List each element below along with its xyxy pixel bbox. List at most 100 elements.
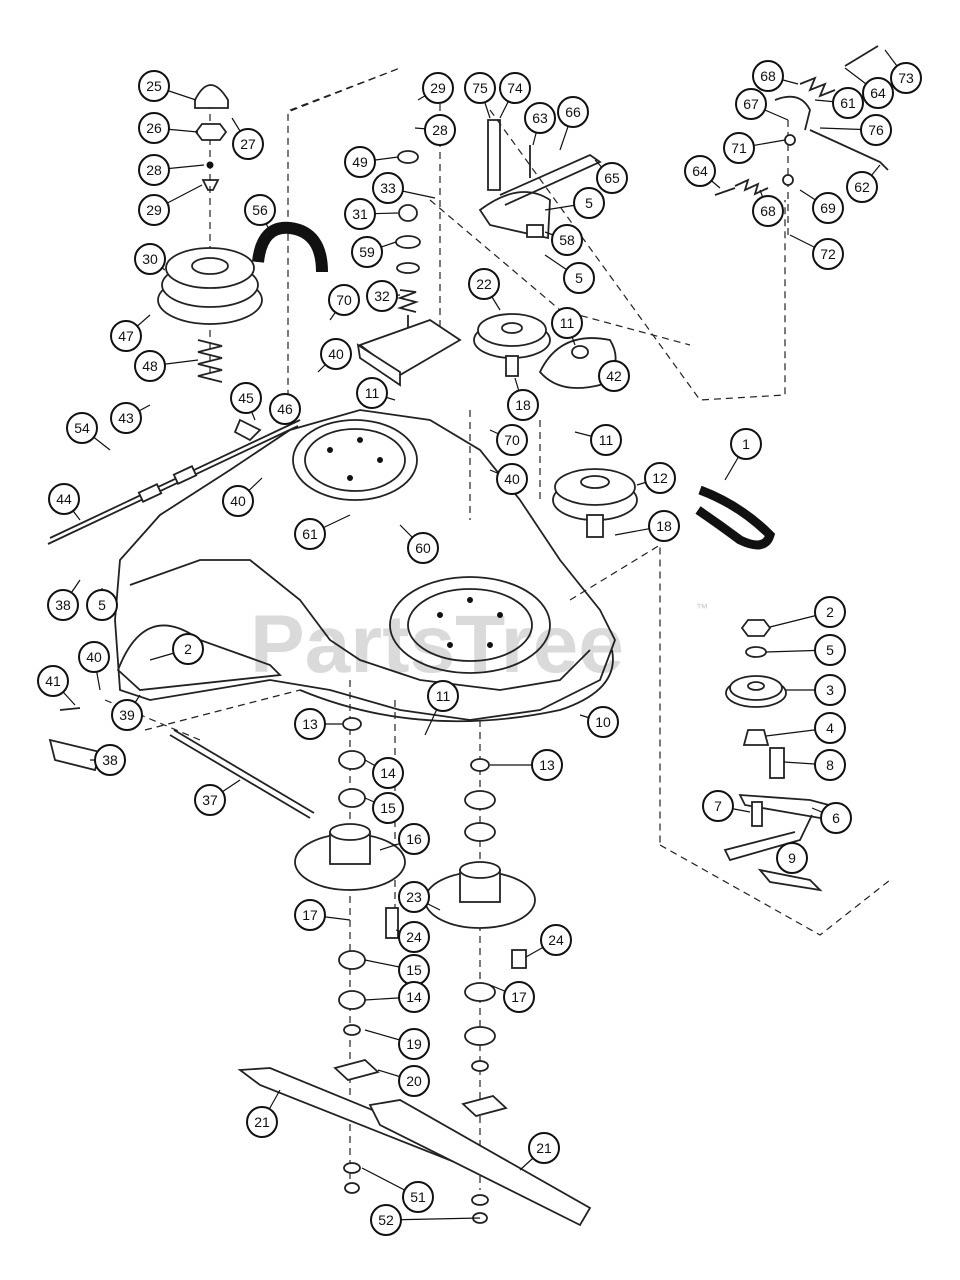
callout-number: 43 (118, 410, 134, 426)
callout-circle (372, 757, 404, 789)
callout-circle (138, 194, 170, 226)
spindle-housing-16 (294, 823, 406, 891)
idler-assembly-right (723, 619, 843, 892)
callout-number: 24 (548, 932, 564, 948)
callout-circle (402, 1181, 434, 1213)
callout-75: 75 (464, 72, 496, 119)
callout-11: 11 (551, 307, 583, 346)
callout-number: 72 (820, 246, 836, 262)
callout-32: 32 (366, 280, 401, 312)
callout-38: 38 (47, 579, 81, 621)
callout-circle (598, 360, 630, 392)
callout-number: 13 (539, 757, 555, 773)
callout-74: 74 (499, 72, 531, 119)
callout-18: 18 (614, 510, 680, 542)
callout-25: 25 (138, 70, 197, 102)
callout-circle (78, 641, 110, 673)
callout-circle (587, 706, 619, 738)
callout-number: 75 (472, 80, 488, 96)
callout-9: 9 (776, 842, 808, 874)
callout-48: 48 (134, 350, 199, 382)
pin-28 (206, 161, 214, 169)
callout-number: 76 (868, 122, 884, 138)
callout-10: 10 (579, 706, 619, 738)
callout-circle (551, 307, 583, 339)
callout-circle (820, 802, 852, 834)
callout-number: 49 (352, 154, 368, 170)
callout-number: 27 (240, 136, 256, 152)
callout-number: 18 (656, 518, 672, 534)
callout-circle (244, 194, 276, 226)
callout-circle (110, 402, 142, 434)
belt-1 (695, 485, 776, 550)
callout-number: 38 (102, 752, 118, 768)
callout-circle (407, 532, 439, 564)
callout-number: 14 (380, 765, 396, 781)
callout-66: 66 (557, 96, 589, 151)
callout-circle (398, 921, 430, 953)
callout-circle (372, 172, 404, 204)
callout-circle (294, 708, 326, 740)
callout-number: 42 (606, 368, 622, 384)
callout-72: 72 (789, 234, 844, 270)
callout-circle (66, 412, 98, 444)
callout-19: 19 (364, 1028, 430, 1060)
callout-15: 15 (364, 954, 430, 986)
callout-number: 40 (230, 493, 246, 509)
callout-circle (230, 382, 262, 414)
callout-circle (366, 280, 398, 312)
callout-circle (424, 114, 456, 146)
callout-11: 11 (356, 377, 396, 409)
callout-number: 30 (142, 251, 158, 267)
callout-number: 73 (898, 70, 914, 86)
callout-46: 46 (269, 393, 301, 425)
callout-39: 39 (111, 694, 143, 731)
callout-number: 48 (142, 358, 158, 374)
deck-housing (114, 409, 616, 721)
callout-circle (356, 377, 388, 409)
callout-circle (752, 60, 784, 92)
callout-number: 22 (476, 276, 492, 292)
spindle-housing-23 (424, 861, 536, 929)
callout-number: 46 (277, 401, 293, 417)
callout-44: 44 (48, 483, 81, 521)
callout-56: 56 (244, 194, 276, 233)
callout-circle (814, 749, 846, 781)
callout-number: 64 (692, 163, 708, 179)
callout-37: 37 (194, 779, 241, 816)
callout-number: 9 (788, 850, 796, 866)
callout-circle (328, 284, 360, 316)
callout-circle (702, 790, 734, 822)
callout-number: 63 (532, 110, 548, 126)
callout-29: 29 (138, 184, 203, 226)
callout-2: 2 (769, 596, 846, 628)
callout-number: 59 (359, 244, 375, 260)
callout-number: 24 (406, 929, 422, 945)
callout-circle (814, 674, 846, 706)
callout-number: 28 (146, 162, 162, 178)
callout-5: 5 (544, 187, 605, 219)
callout-number: 20 (406, 1073, 422, 1089)
callout-number: 18 (515, 397, 531, 413)
callout-17: 17 (294, 899, 351, 931)
callout-number: 16 (406, 831, 422, 847)
rod-44 (47, 418, 301, 545)
callout-1: 1 (724, 428, 762, 481)
callout-circle (832, 87, 864, 119)
callout-number: 11 (436, 688, 451, 704)
callout-number: 11 (599, 432, 614, 448)
callout-61: 61 (814, 87, 864, 119)
callout-circle (294, 899, 326, 931)
callout-76: 76 (819, 114, 892, 146)
belt-56 (252, 221, 328, 273)
callout-circle (730, 428, 762, 460)
callout-number: 40 (504, 471, 520, 487)
callout-circle (563, 262, 595, 294)
callout-number: 14 (406, 989, 422, 1005)
callout-6: 6 (811, 802, 852, 834)
callout-circle (232, 128, 264, 160)
callout-circle (752, 195, 784, 227)
callout-26: 26 (138, 112, 199, 144)
callout-circle (47, 589, 79, 621)
